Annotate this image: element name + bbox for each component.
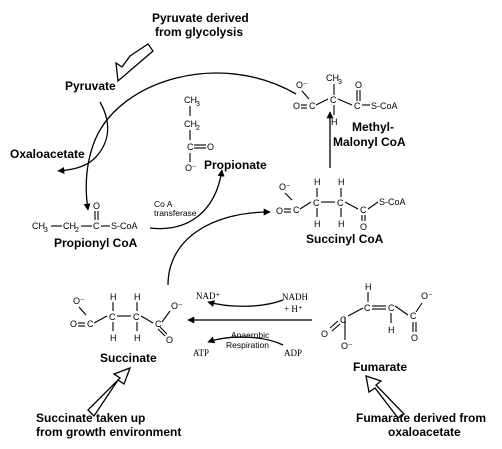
methylmalonyl-coa-structure: O⁻ O C C CH 3 H C O S-CoA [293,73,398,127]
fumarate-structure: O C O⁻ C H C H C O⁻ O [321,282,433,351]
svg-text:C: C [87,319,94,329]
svg-text:O: O [93,201,100,211]
svg-text:C: C [109,312,116,322]
svg-text:H: H [314,177,321,187]
svg-text:O⁻: O⁻ [341,341,353,351]
pyruvate-to-oxaloacetate-arrow [57,101,109,174]
fumarate-label: Fumarate [353,360,407,374]
succinyl-coa-structure: O⁻ O C C H H C H H C O S-CoA [276,177,406,232]
pyruvate-source-label: Pyruvate derived [152,11,249,25]
methylmalonyl-coa-label-line2: Malonyl CoA [333,135,406,149]
pyruvate-label: Pyruvate [65,79,116,93]
svg-text:CH: CH [32,221,45,231]
methylmalonyl-to-propionyl-arc [83,72,297,211]
svg-text:C: C [360,205,367,215]
propionate-label: Propionate [204,158,267,172]
svg-text:H: H [134,292,141,302]
coa-transferase-label-line2: transferase [154,208,197,218]
nadh-to-nad-arc [207,299,284,308]
pyruvate-source-label-line2: from glycolysis [155,25,243,39]
svg-text:H: H [110,292,117,302]
svg-text:2: 2 [75,227,79,234]
svg-text:O: O [166,335,173,345]
svg-text:CH: CH [326,73,339,83]
svg-text:O: O [360,222,367,232]
svg-text:H: H [134,333,141,343]
adp-to-atp-arc [207,336,284,346]
h-plus-label: + H⁺ [284,304,303,314]
svg-text:C: C [410,311,417,321]
succinate-source-label-line2: from growth environment [36,425,181,439]
svg-text:CH: CH [63,221,76,231]
svg-text:H: H [331,117,338,127]
svg-text:O: O [207,142,214,152]
oxaloacetate-label: Oxaloacetate [10,147,85,161]
svg-text:O: O [293,101,300,111]
pyruvate-source-arrow [115,43,154,83]
succinate-to-succinylcoa-arc [167,208,271,286]
svg-text:C: C [364,303,371,313]
nadh-label: NADH [282,292,308,302]
svg-text:H: H [314,219,321,229]
svg-text:C: C [155,319,162,329]
svg-text:S-CoA: S-CoA [111,221,138,231]
svg-text:C: C [388,303,395,313]
svg-text:O⁻: O⁻ [73,296,85,306]
succinate-source-arrow [87,366,132,418]
svg-text:C: C [340,315,347,325]
svg-text:O: O [321,329,328,339]
succinate-label: Succinate [100,351,157,365]
svg-text:S-CoA: S-CoA [379,197,406,207]
svg-text:H: H [365,282,372,292]
propionyl-coa-structure: CH 3 CH 2 C O S-CoA [32,201,138,234]
svg-text:C: C [354,101,361,111]
svg-text:C: C [313,198,320,208]
succinate-structure: O⁻ O C C H H C H H C O⁻ O [70,292,183,345]
svg-text:3: 3 [196,101,200,108]
svg-text:CH: CH [184,95,197,105]
svg-text:O⁻: O⁻ [421,291,433,301]
anaerobic-respiration-label-line2: Respiration [226,340,269,350]
svg-text:O: O [355,80,362,90]
svg-text:C: C [93,221,100,231]
fumarate-source-label: Fumarate derived from [356,411,486,425]
svg-text:2: 2 [196,125,200,132]
svg-text:C: C [309,101,316,111]
succinyl-coa-label: Succinyl CoA [306,232,384,246]
adp-label: ADP [284,348,302,358]
propionyl-coa-label: Propionyl CoA [54,236,138,250]
succinate-source-label: Succinate taken up [36,411,145,425]
svg-text:H: H [338,219,345,229]
svg-text:O: O [70,319,77,329]
svg-text:C: C [187,142,194,152]
fumarate-source-label-line2: oxaloacetate [388,425,461,439]
svg-text:H: H [110,333,117,343]
fumarate-source-arrow [365,375,406,419]
propionate-structure: CH 3 CH 2 C O O⁻ [184,95,214,173]
svg-text:C: C [337,198,344,208]
svg-text:C: C [293,205,300,215]
propionyl-to-propionate-arc [149,169,225,230]
methylmalonyl-coa-label: Methyl- [352,120,394,134]
svg-text:O: O [411,333,418,343]
nad-plus-label: NAD⁺ [196,291,220,301]
atp-label: ATP [193,348,209,358]
svg-text:3: 3 [338,79,342,86]
svg-text:O⁻: O⁻ [185,163,197,173]
svg-text:C: C [330,95,337,105]
svg-text:S-CoA: S-CoA [371,101,398,111]
svg-text:CH: CH [184,119,197,129]
anaerobic-respiration-label: Anaerobic [231,330,270,340]
svg-text:3: 3 [44,227,48,234]
svg-text:O⁻: O⁻ [296,80,308,90]
coa-transferase-label: Co A [154,199,173,209]
svg-text:O⁻: O⁻ [279,182,291,192]
svg-text:O⁻: O⁻ [171,301,183,311]
svg-text:C: C [133,312,140,322]
svg-text:H: H [338,177,345,187]
svg-text:H: H [388,325,395,335]
svg-text:O: O [276,206,283,216]
